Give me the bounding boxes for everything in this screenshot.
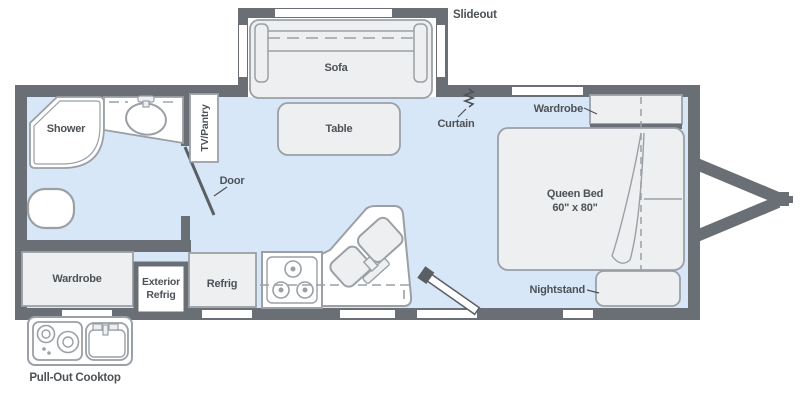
slideout: Sofa xyxy=(238,8,448,99)
pull-out-cooktop: Pull-Out Cooktop xyxy=(27,316,133,384)
blanket-fold-right xyxy=(629,132,645,261)
left-wardrobe-label: Wardrobe xyxy=(52,273,101,285)
blanket-fold-left xyxy=(611,132,642,257)
sofa-body xyxy=(249,19,433,99)
curtain-label: Curtain xyxy=(437,118,475,130)
kitchen: Refrig xyxy=(188,205,413,309)
shower-pan-outer xyxy=(29,96,105,169)
burner-2-center xyxy=(278,287,284,293)
table-label: Table xyxy=(326,123,353,135)
curtain-symbol xyxy=(462,88,476,108)
sink-basin-left xyxy=(329,245,372,288)
slideout-label: Slideout xyxy=(453,9,497,21)
wall-openings xyxy=(62,87,593,318)
bathroom-bottom-wall xyxy=(15,240,191,252)
door-leader-line xyxy=(213,186,228,197)
kitchen-window xyxy=(340,310,395,318)
pull-out-faucet-spout xyxy=(102,324,109,336)
cooktop-passthrough-opening xyxy=(62,310,112,318)
sofa-arm-right xyxy=(413,23,428,83)
slideout-right-window xyxy=(437,25,445,77)
refrig-label: Refrig xyxy=(207,278,238,290)
entry-door xyxy=(417,266,481,316)
burner-3-center xyxy=(302,287,308,293)
bedroom-wardrobe-base xyxy=(590,124,682,129)
queen-bed-mattress xyxy=(497,127,685,271)
sink-faucet-spout xyxy=(362,255,379,272)
entry-door-edge-cap xyxy=(417,266,435,285)
pull-out-burner-1 xyxy=(36,324,56,344)
bedroom-wardrobe-label: Wardrobe xyxy=(534,103,583,115)
hitch-coupler-tip xyxy=(787,196,793,203)
bedroom-wardrobe-cabinet xyxy=(589,94,683,125)
nightstand-box xyxy=(595,270,681,307)
kitchen-sink xyxy=(329,216,404,288)
bathroom-faucet-spout xyxy=(142,100,150,108)
pull-out-burner-1-ring xyxy=(41,329,51,339)
queen-bed-size-label: 60" x 80" xyxy=(552,202,597,214)
nightstand-leader-line xyxy=(586,289,600,294)
burner-1-center xyxy=(290,266,296,272)
cooktop xyxy=(261,251,323,309)
blanket-fold-scallop xyxy=(611,255,631,264)
slideout-left-window xyxy=(239,25,247,77)
curtain-leader-line xyxy=(457,108,467,118)
hitch xyxy=(689,156,793,244)
door-label: Door xyxy=(220,175,246,187)
sofa: Sofa xyxy=(249,19,433,99)
shower-pan-inner xyxy=(33,100,101,165)
shower: Shower xyxy=(29,96,105,169)
wardrobe-leader-line xyxy=(583,107,598,115)
dinette: Table xyxy=(277,102,401,156)
bathroom-vanity xyxy=(103,95,184,145)
queen-bed-label: Queen Bed xyxy=(547,188,603,200)
pull-out-knob-1 xyxy=(42,347,46,351)
pull-out-burner-2-ring xyxy=(62,336,74,348)
wardrobe-cabinet-left xyxy=(21,251,134,307)
bedroom-bottom-window xyxy=(563,310,593,318)
pull-out-faucet-right xyxy=(108,323,119,331)
table xyxy=(277,102,401,156)
tv-pantry: TV/Pantry xyxy=(189,93,219,163)
refrig-box xyxy=(188,252,257,308)
tv-pantry-cabinet xyxy=(189,93,219,163)
bathroom-wall-stub xyxy=(181,216,190,242)
pull-out-burner-2 xyxy=(56,330,80,354)
nightstand: Nightstand xyxy=(530,270,681,307)
exterior-refrig-label-line2: Refrig xyxy=(146,289,175,301)
bedroom-top-window xyxy=(512,87,583,95)
hitch-arm-upper xyxy=(689,156,781,204)
slideout-rear-window xyxy=(275,9,392,17)
tv-pantry-label: TV/Pantry xyxy=(199,104,211,152)
pull-out-cooktop-label: Pull-Out Cooktop xyxy=(29,372,121,384)
hitch-arm-lower xyxy=(689,196,781,244)
bedroom: Curtain Wardrobe Queen Bed 60" x 80" Nig… xyxy=(437,88,685,307)
pull-out-faucet-left xyxy=(92,323,103,331)
bathroom: Shower Door xyxy=(15,95,246,252)
sofa-label: Sofa xyxy=(324,62,348,74)
left-storage: Wardrobe Exterior Refrig xyxy=(21,251,189,317)
entry-door-opening xyxy=(417,310,477,318)
toilet xyxy=(26,187,76,230)
sink-basin-right xyxy=(356,216,404,263)
queen-bed: Queen Bed 60" x 80" xyxy=(497,97,685,303)
nightstand-label: Nightstand xyxy=(530,284,585,296)
shower-label: Shower xyxy=(47,123,86,135)
bedroom-wardrobe: Wardrobe xyxy=(534,94,683,129)
exterior-refrig-label-line1: Exterior xyxy=(142,276,180,288)
curtain: Curtain xyxy=(437,88,476,130)
sofa-arm-left xyxy=(254,23,269,83)
bathroom-right-wall xyxy=(181,97,190,146)
kitchen-counter xyxy=(260,205,413,307)
pull-out-knob-2 xyxy=(47,351,51,355)
hitch-coupler xyxy=(771,192,789,206)
exterior-refrig-box xyxy=(133,261,189,317)
exterior-access-opening xyxy=(202,310,252,318)
